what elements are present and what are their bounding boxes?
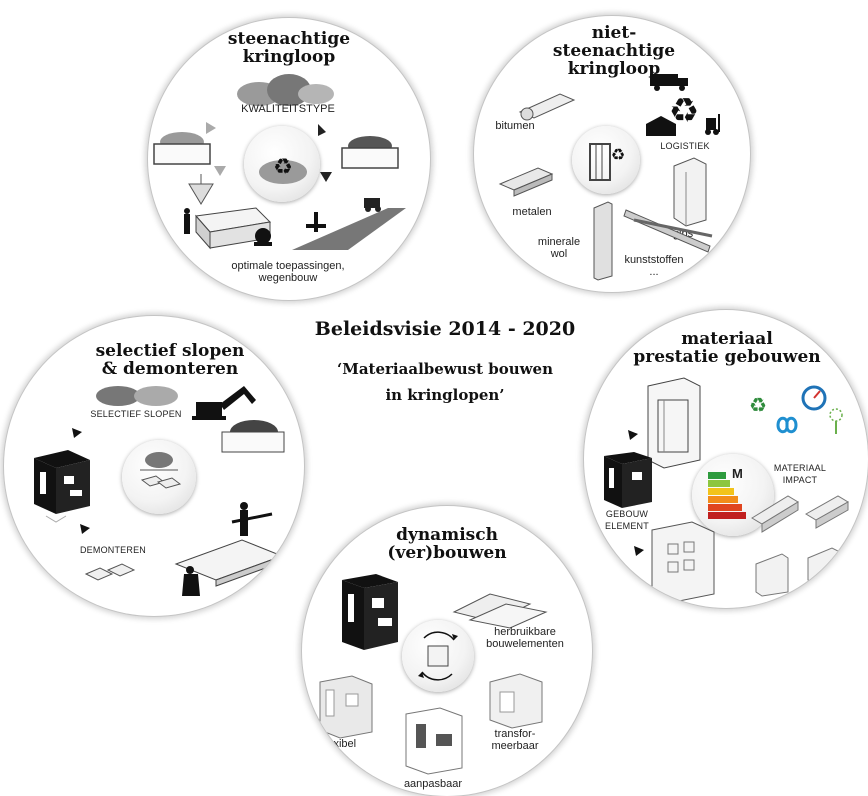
circle-dynamic-building: dynamisch (ver)bouwen herbruikbare bouwe… — [302, 506, 592, 796]
mineral-wool-icon — [593, 201, 613, 281]
gauge-icon — [801, 385, 827, 411]
building-element-icon — [604, 452, 652, 508]
reusable-elements-icon — [452, 593, 548, 629]
material-impact-label: MATERIAAL IMPACT — [773, 463, 827, 485]
arrow-down-4-icon — [634, 546, 644, 556]
bitumen-label: bitumen — [495, 120, 535, 132]
svg-text:♻: ♻ — [273, 154, 293, 179]
panels-icon — [84, 563, 136, 581]
container-right-icon — [341, 136, 399, 169]
reusable-elements-label: herbruikbare bouwelementen — [486, 626, 564, 650]
optimal-applications-label: optimale toepassingen, wegenbouw — [231, 260, 345, 284]
gypsum-board-icon — [673, 157, 707, 227]
arrow-down-3-icon — [628, 430, 638, 440]
wall-section-icon — [647, 377, 701, 469]
transformable-label: transfor- meerbaar — [491, 728, 539, 752]
flower-icon — [829, 408, 843, 434]
rotate-building-icon — [418, 631, 458, 681]
frame-recycle-icon: ♻ — [589, 143, 625, 181]
recycle-leaf-icon: ♻ — [749, 395, 767, 417]
logistics-label: LOGISTIEK — [660, 141, 710, 151]
circle-material-performance: materiaal prestatie gebouwen ♻ MATERIAAL… — [584, 310, 868, 608]
metals-label: metalen — [512, 206, 552, 218]
stone-cycle-title: steenachtige kringloop — [227, 29, 351, 67]
arrow-down-icon — [72, 428, 82, 438]
selective-demolition-label: SELECTIEF SLOPEN — [90, 409, 182, 419]
policy-subtitle: ‘Materiaalbewust bouwen in kringlopen’ — [337, 360, 553, 404]
worker-left-icon — [184, 208, 190, 234]
flexible-label: flexibel — [321, 738, 357, 750]
policy-title: Beleidsvisie 2014 - 2020 — [314, 318, 576, 340]
concrete-box-icon — [195, 207, 272, 250]
recycle-heap-icon: ♻ — [259, 154, 307, 184]
adaptable-building-icon — [405, 707, 463, 775]
building-element-label: GEBOUW ELEMENT — [605, 509, 649, 531]
black-building-icon — [342, 574, 398, 650]
building-black-icon — [34, 450, 90, 523]
forklift-icon — [705, 114, 720, 135]
plastic-profile-icon — [623, 209, 713, 253]
arrow-down-2-icon — [80, 524, 90, 534]
container-left-icon — [153, 132, 211, 165]
blocks-icon — [751, 495, 849, 597]
heap-panels-icon — [140, 452, 182, 489]
circle-selective-demolition: selectief slopen & demonteren SELECTIEF … — [4, 316, 304, 616]
truck-icon — [650, 74, 688, 91]
energy-label-m: M — [732, 466, 743, 481]
cycle-arrows-icon — [206, 122, 332, 182]
facade-element-icon — [651, 521, 715, 603]
dynamic-building-title: dynamisch (ver)bouwen — [387, 525, 507, 563]
energy-label-icon — [708, 472, 746, 519]
material-performance-title: materiaal prestatie gebouwen — [633, 329, 821, 367]
gravel-heaps-icon — [237, 74, 334, 106]
steel-beam-icon — [498, 167, 554, 197]
dismantling-label: DEMONTEREN — [79, 545, 146, 555]
debris-heaps-icon — [96, 386, 178, 406]
warehouse-icon — [646, 116, 676, 136]
nonstone-cycle-hub — [572, 126, 640, 194]
loop-icon — [776, 416, 798, 434]
bitumen-roll-icon — [518, 93, 576, 121]
excavator-icon — [192, 386, 256, 420]
circle-stone-cycle: steenachtige kringloop KWALITEITSTYPE ♻ — [148, 18, 430, 300]
rubble-container-icon — [221, 420, 285, 453]
dismantling-workers-icon — [174, 502, 284, 596]
sieve-icon — [188, 174, 214, 205]
mixer-icon — [254, 228, 272, 246]
flexible-building-icon — [319, 675, 373, 739]
svg-text:♻: ♻ — [749, 395, 767, 417]
mineral-wool-label: minerale wol — [537, 236, 581, 260]
svg-text:♻: ♻ — [611, 147, 625, 164]
quality-type-label: KWALITEITSTYPE — [241, 103, 335, 115]
road-icon — [292, 198, 406, 250]
adaptable-label: aanpasbaar — [403, 778, 463, 790]
nonstone-cycle-title: niet- steenachtige kringloop — [552, 23, 676, 79]
circle-nonstone-cycle: niet- steenachtige kringloop bitumen ♻ L… — [474, 16, 750, 292]
selective-demolition-title: selectief slopen & demonteren — [95, 341, 245, 379]
transformable-building-icon — [489, 673, 543, 729]
plastics-label: kunststoffen ... — [624, 254, 684, 278]
